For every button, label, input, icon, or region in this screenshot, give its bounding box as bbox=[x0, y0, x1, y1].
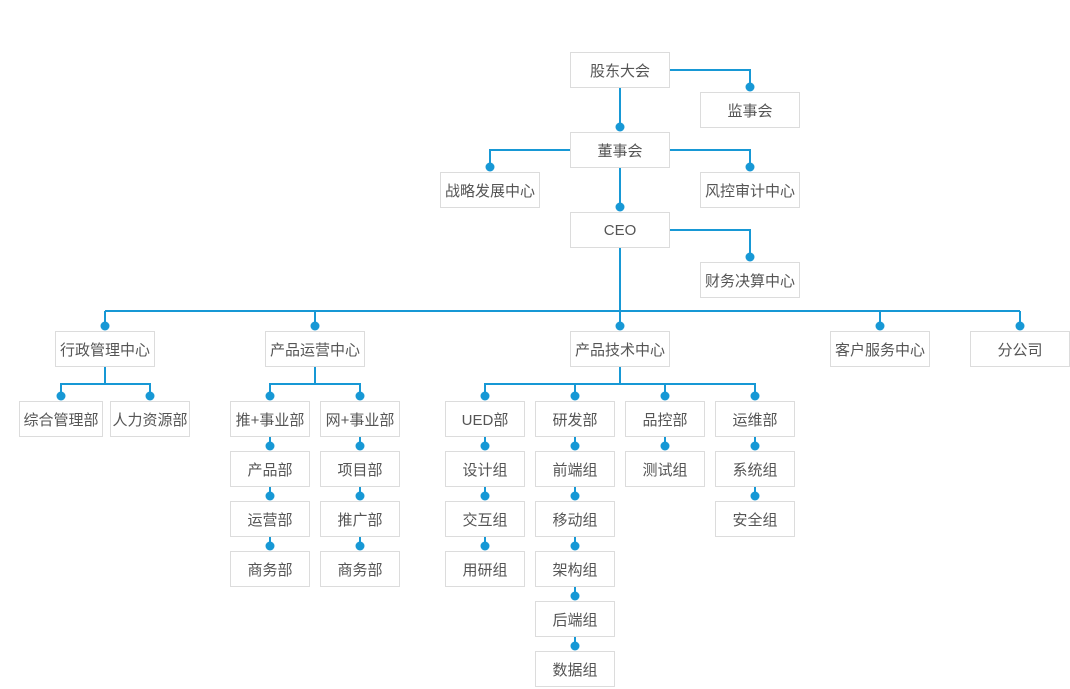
org-node-operations-dept: 运营部 bbox=[230, 501, 310, 537]
org-node-product-ops-center: 产品运营中心 bbox=[265, 331, 365, 367]
org-node-design-group: 设计组 bbox=[445, 451, 525, 487]
org-node-business-dept-1: 商务部 bbox=[230, 551, 310, 587]
org-node-ceo: CEO bbox=[570, 212, 670, 248]
org-node-ued-dept: UED部 bbox=[445, 401, 525, 437]
org-node-strategy-dev-center: 战略发展中心 bbox=[440, 172, 540, 208]
org-node-qc-dept: 品控部 bbox=[625, 401, 705, 437]
org-node-risk-audit-center: 风控审计中心 bbox=[700, 172, 800, 208]
org-node-customer-service-center: 客户服务中心 bbox=[830, 331, 930, 367]
org-node-om-dept: 运维部 bbox=[715, 401, 795, 437]
org-node-admin-center: 行政管理中心 bbox=[55, 331, 155, 367]
org-node-data-group: 数据组 bbox=[535, 651, 615, 687]
org-node-branch-company: 分公司 bbox=[970, 331, 1070, 367]
org-node-board-of-directors: 董事会 bbox=[570, 132, 670, 168]
org-node-architecture-group: 架构组 bbox=[535, 551, 615, 587]
org-node-project-dept: 项目部 bbox=[320, 451, 400, 487]
org-node-backend-group: 后端组 bbox=[535, 601, 615, 637]
org-node-shareholders-meeting: 股东大会 bbox=[570, 52, 670, 88]
org-node-finance-center: 财务决算中心 bbox=[700, 262, 800, 298]
org-node-hr-dept: 人力资源部 bbox=[110, 401, 190, 437]
org-node-supervisory-board: 监事会 bbox=[700, 92, 800, 128]
org-node-product-dept: 产品部 bbox=[230, 451, 310, 487]
org-node-user-research-group: 用研组 bbox=[445, 551, 525, 587]
org-node-system-group: 系统组 bbox=[715, 451, 795, 487]
org-node-promotion-dept: 推广部 bbox=[320, 501, 400, 537]
org-node-testing-group: 测试组 bbox=[625, 451, 705, 487]
org-node-product-tech-center: 产品技术中心 bbox=[570, 331, 670, 367]
org-node-tui-division: 推+事业部 bbox=[230, 401, 310, 437]
org-node-security-group: 安全组 bbox=[715, 501, 795, 537]
org-node-wang-division: 网+事业部 bbox=[320, 401, 400, 437]
org-node-mobile-group: 移动组 bbox=[535, 501, 615, 537]
org-node-general-admin-dept: 综合管理部 bbox=[19, 401, 103, 437]
org-node-business-dept-2: 商务部 bbox=[320, 551, 400, 587]
org-node-rd-dept: 研发部 bbox=[535, 401, 615, 437]
org-node-interaction-group: 交互组 bbox=[445, 501, 525, 537]
org-node-frontend-group: 前端组 bbox=[535, 451, 615, 487]
